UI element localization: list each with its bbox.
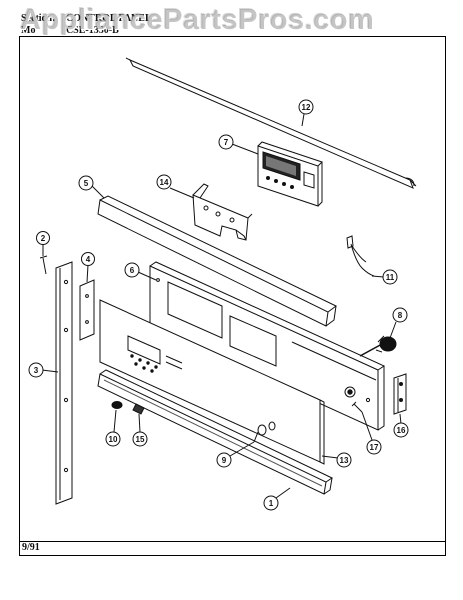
callout-7: 7 (218, 134, 259, 155)
model-label: Mo (21, 25, 36, 36)
revision-date: 9/91 (22, 542, 40, 553)
plate-4 (79, 279, 95, 341)
callout-16: 16 (393, 413, 409, 438)
callout-17: 17 (361, 411, 382, 455)
svg-text:8: 8 (398, 311, 403, 320)
side-bracket-16 (393, 373, 407, 415)
svg-text:7: 7 (224, 138, 229, 147)
model-number: CSE-1330-B (65, 25, 119, 36)
svg-text:9: 9 (222, 456, 227, 465)
section-line: Section: CONTROL PANEL (21, 13, 152, 24)
callout-12: 12 (298, 99, 314, 127)
callout-label: 12 (302, 103, 311, 112)
callout-10: 10 (105, 409, 121, 447)
svg-text:2: 2 (41, 234, 46, 243)
front-panel-13 (99, 299, 325, 465)
clock-module-7 (257, 141, 323, 207)
callout-9: 9 (216, 441, 255, 468)
svg-text:4: 4 (86, 255, 91, 264)
callout-1: 1 (263, 487, 291, 511)
callout-13: 13 (321, 452, 352, 468)
spacer-15 (132, 403, 145, 415)
model-line: Mo CSE-1330-B (21, 25, 119, 36)
callout-15: 15 (132, 413, 148, 447)
side-rail-3 (55, 261, 73, 505)
callout-14: 14 (156, 174, 195, 199)
svg-text:10: 10 (109, 435, 118, 444)
svg-text:1: 1 (269, 499, 274, 508)
trim-strip-12 (125, 57, 417, 189)
callout-4: 4 (81, 252, 95, 283)
svg-text:14: 14 (160, 178, 169, 187)
svg-text:16: 16 (397, 426, 406, 435)
svg-text:17: 17 (370, 443, 379, 452)
wire-harness-11 (346, 235, 375, 277)
callout-6: 6 (124, 262, 157, 281)
screw-17 (351, 401, 363, 413)
callout-8: 8 (389, 307, 408, 339)
svg-text:15: 15 (136, 435, 145, 444)
spring-10 (111, 401, 123, 409)
bracket-14 (192, 183, 253, 241)
section-label: Section: (21, 13, 56, 24)
diagram-frame (19, 36, 446, 542)
callout-11: 11 (371, 269, 398, 285)
callout-2: 2 (36, 231, 50, 256)
svg-text:5: 5 (84, 179, 89, 188)
svg-text:11: 11 (386, 273, 395, 282)
section-title: CONTROL PANEL (65, 13, 152, 24)
footer-frame (19, 542, 446, 556)
svg-text:6: 6 (130, 266, 135, 275)
svg-text:3: 3 (34, 366, 39, 375)
bottom-trim-1 (97, 369, 334, 495)
screw-2 (39, 255, 48, 275)
control-panel-6 (149, 261, 386, 431)
svg-text:13: 13 (340, 456, 349, 465)
callout-3: 3 (28, 362, 59, 378)
watermark-text: AppliancePartsPros.com (20, 4, 375, 36)
knob-8 (359, 335, 397, 357)
bezel-9 (253, 421, 276, 443)
callout-5: 5 (78, 175, 105, 199)
